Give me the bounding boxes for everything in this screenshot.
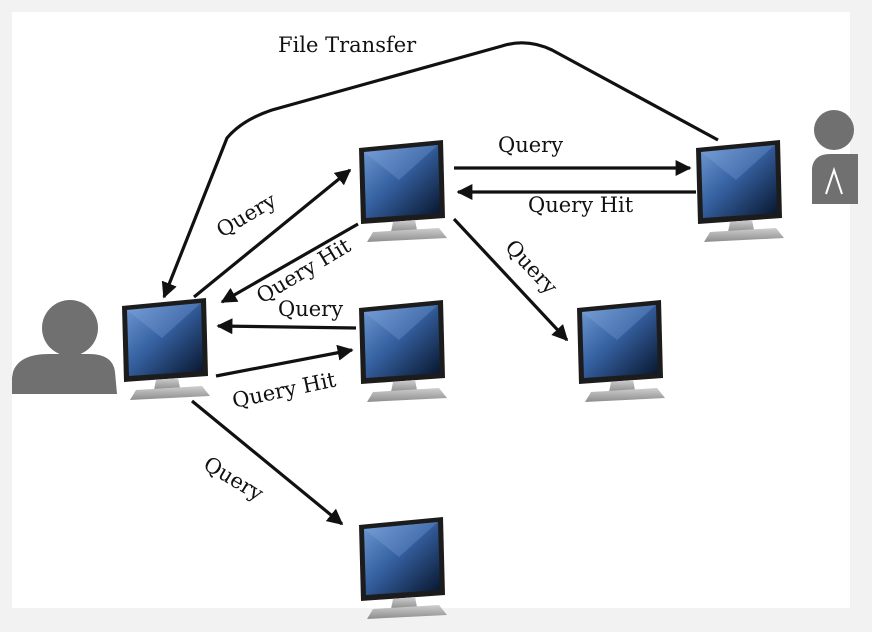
query-hit-label: Query Hit xyxy=(230,367,338,412)
query-arrow xyxy=(190,399,344,526)
computer-icon xyxy=(359,140,447,242)
query-label: Query xyxy=(278,297,343,321)
query-hit-arrow xyxy=(215,344,354,378)
diagram-canvas: File Transfer Query Query Hit Query Quer… xyxy=(12,12,858,619)
person-icon xyxy=(12,300,117,394)
computer-icon xyxy=(577,300,665,402)
query-label: Query xyxy=(199,452,267,506)
computer-icon xyxy=(359,517,447,619)
query-label: Query xyxy=(498,133,563,157)
computer-icon xyxy=(359,300,447,402)
query-hit-label: Query Hit xyxy=(528,193,634,217)
file-transfer-arrow xyxy=(161,41,719,299)
file-transfer-label: File Transfer xyxy=(278,33,417,57)
person-icon xyxy=(812,110,858,204)
query-hit-arrow xyxy=(220,222,359,304)
query-arrow xyxy=(192,168,352,299)
computer-icon xyxy=(696,140,784,242)
query-arrow xyxy=(216,318,357,335)
network-diagram: File Transfer Query Query Hit Query Quer… xyxy=(12,33,858,619)
query-arrow xyxy=(452,217,569,342)
query-label: Query xyxy=(500,235,562,299)
computer-icon xyxy=(122,298,210,400)
